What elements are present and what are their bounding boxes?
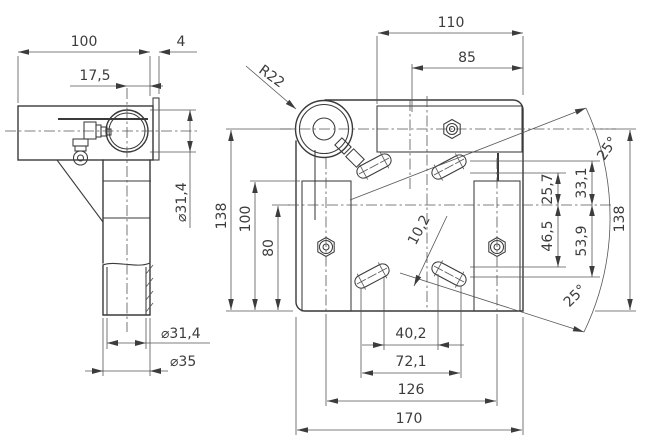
bracket-outline [295,99,524,312]
left-pocket [301,180,352,312]
gusset-line [56,159,104,223]
dim-sleeve-dia: ⌀35 [85,318,196,376]
dim-slot-span-outer: 72,1 [360,286,462,378]
swing-line-lower [399,272,585,333]
dim-slot-span-inner: 40,2 [362,274,464,350]
dim-text: ⌀35 [170,354,196,370]
slot-bottom-right [431,260,467,288]
dim-text: 80 [261,239,277,257]
dim-text: 110 [438,15,465,31]
dim-pocket-width: 85 [411,50,523,112]
slot-top-left [356,152,392,180]
dim-slot-top-near: 25,7 [470,172,566,205]
swing-arc [583,107,611,333]
dim-text: 17,5 [79,68,110,84]
dim-total-width: 170 [295,317,524,435]
screw-collar [74,145,87,152]
dim-text: 53,9 [574,225,590,256]
dim-slot-width: 10,2 [405,213,448,287]
dim-arm-length: 100 [17,34,151,103]
tube-body [102,159,154,316]
dim-plate-thickness: 4 [158,34,197,94]
dim-top-width: 110 [376,15,524,104]
dim-bolt-span: 126 [325,320,498,406]
side-view: 100 4 17,5 ⌀31,4 [5,34,210,376]
slot-top-right [431,153,467,181]
screw-head [72,138,89,147]
end-plate [152,97,160,161]
screw-socket [76,154,85,162]
swing-line-upper [349,107,587,201]
dim-pocket-height: 100 [238,180,300,310]
dim-text: 138 [612,206,628,233]
bolt-head [83,121,97,140]
dim-text: 100 [71,34,98,50]
dim-text: 126 [398,382,425,398]
boss-clamp-bolt [334,137,365,168]
dim-text: 100 [238,206,254,233]
clamp-bolt [83,121,112,140]
front-view: 110 85 R22 138 100 80 [214,15,636,435]
break-line [102,262,151,266]
dim-text: ⌀31,4 [174,182,190,222]
dim-text: R22 [256,62,288,91]
dim-text: 40,2 [395,326,426,342]
slot-bottom-left [354,262,390,290]
dim-text: 170 [396,411,423,427]
thread-hatch [145,264,154,313]
dim-center-height: 80 [261,204,290,310]
dim-text: 33,1 [574,167,590,198]
dim-slot-bottom-far: 53,9 [470,205,600,278]
dim-text: 138 [214,203,230,230]
dim-tube-dia-side: ⌀31,4 [150,109,196,228]
dim-text: 72,1 [395,354,426,370]
dim-swing-angle: 25° 25° [349,107,621,333]
dim-tube-dia-bottom: ⌀31,4 [106,318,210,349]
dim-text: 46,5 [540,220,556,251]
dim-text: 85 [458,50,476,66]
dim-height-left: 138 [214,128,294,312]
dim-boss-radius: R22 [245,62,297,110]
dim-text: 10,2 [405,213,434,248]
dim-text: 25,7 [540,173,556,204]
dim-text: ⌀31,4 [161,326,201,342]
dim-height-right: 138 [595,128,636,312]
dim-tube-offset: 17,5 [70,68,163,89]
screw-body [72,150,89,166]
set-screw [72,138,89,166]
bolt-tip [106,128,112,136]
dim-text: 4 [177,34,186,50]
dim-slot-bottom-near: 46,5 [470,205,566,268]
dim-text: 25° [561,282,590,311]
dim-slot-top-far: 33,1 [470,160,600,205]
